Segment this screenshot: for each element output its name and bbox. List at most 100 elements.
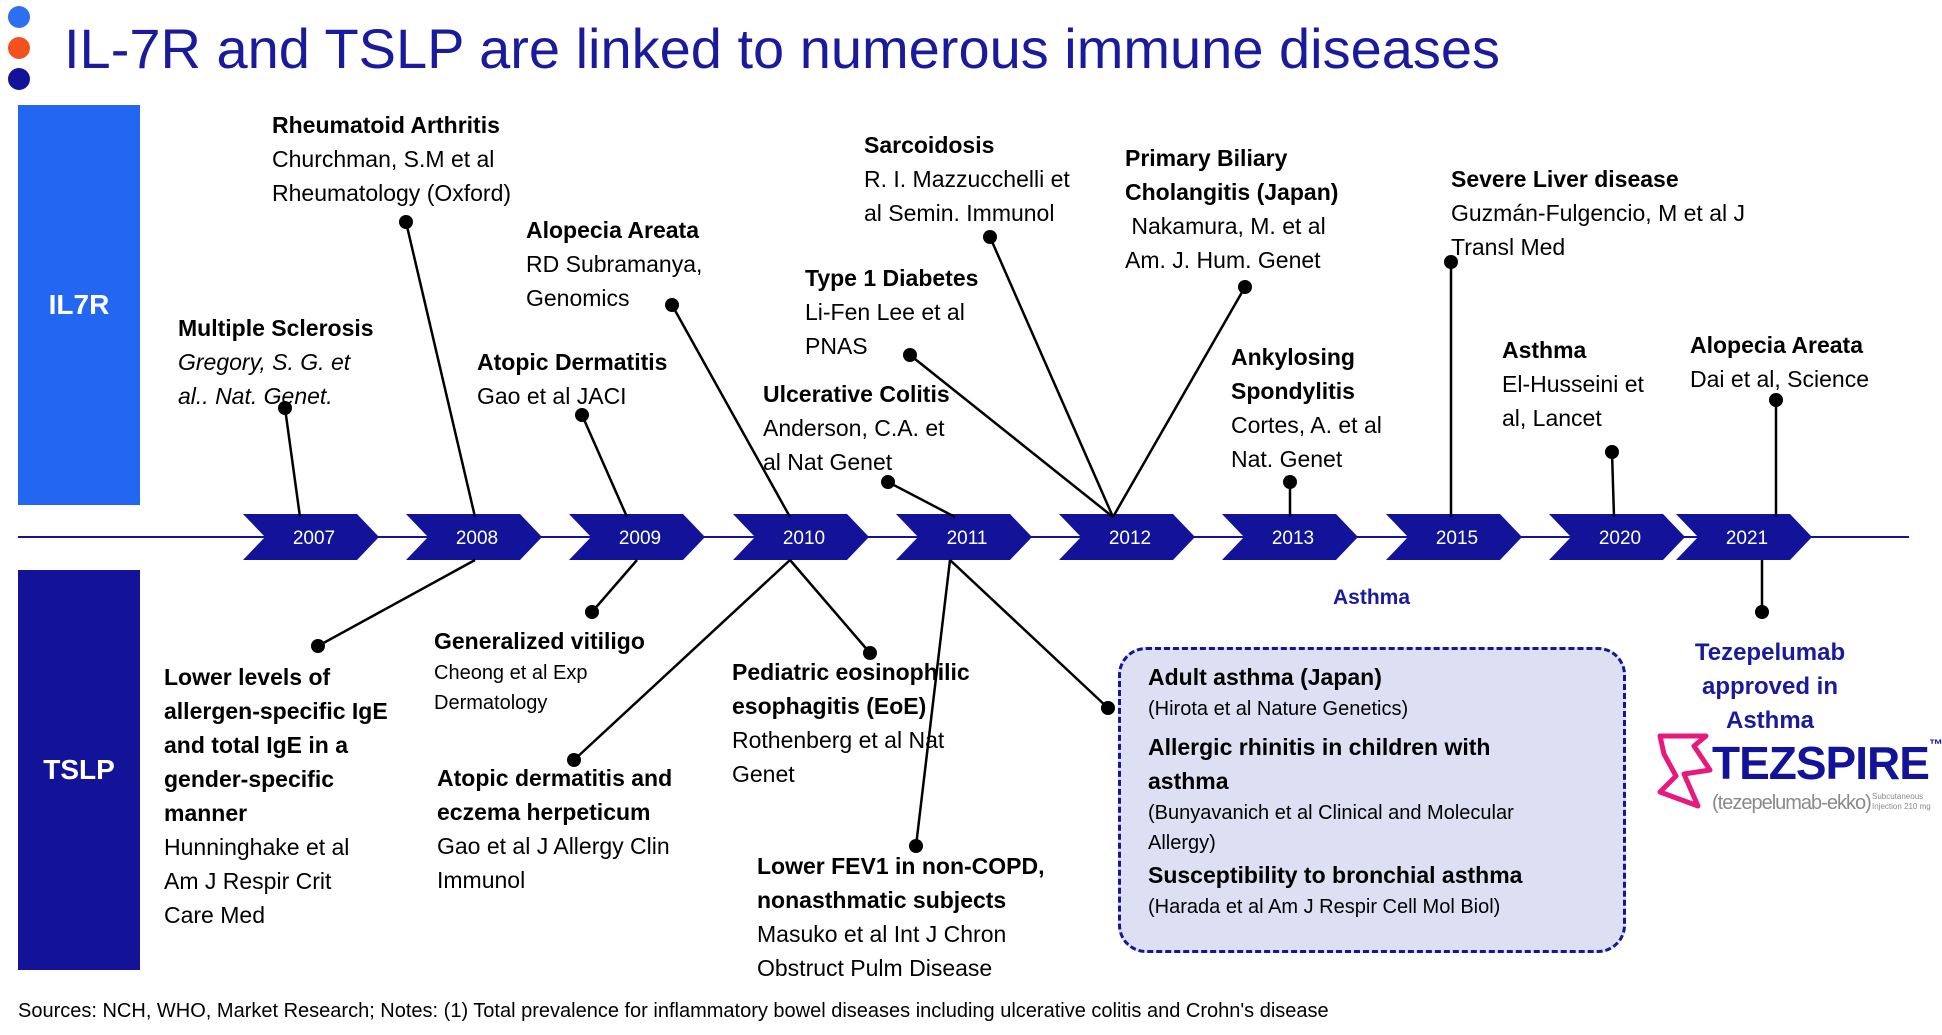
tezspire-logo: TEZSPIRE™ (tezepelumab-ekko) Subcutaneou…	[1654, 730, 1942, 840]
event-heading: gender-specific	[164, 766, 334, 792]
event-ref: al Nat Genet	[763, 449, 893, 475]
event-heading: Pediatric eosinophilic	[732, 659, 970, 685]
year-label-2008: 2008	[456, 528, 498, 549]
year-chevron-2009	[569, 514, 705, 560]
dot-severe-liver	[1444, 255, 1458, 269]
event-ref: R. I. Mazzucchelli et	[864, 166, 1070, 192]
event-primary-biliary: Primary Biliary Cholangitis (Japan) Naka…	[1125, 141, 1338, 277]
event-ref: Nat. Genet	[1231, 446, 1343, 472]
event-heading: Sarcoidosis	[864, 132, 995, 158]
il7r-band-label: IL7R	[48, 289, 110, 320]
box-item-heading: Adult asthma (Japan)	[1148, 664, 1382, 690]
event-atopic-dermatitis: Atopic Dermatitis Gao et al JACI	[477, 345, 667, 413]
event-ref: Cheong et al Exp	[434, 662, 588, 684]
event-atopic-eczema: Atopic dermatitis and eczema herpeticum …	[437, 761, 672, 897]
event-heading: Generalized vitiligo	[434, 628, 645, 654]
box-content: Adult asthma (Japan) (Hirota et al Natur…	[1148, 660, 1522, 922]
event-multiple-sclerosis: Multiple Sclerosis Gregory, S. G. et al.…	[178, 311, 374, 413]
connector-lower-fev1	[914, 559, 952, 847]
event-heading: eczema herpeticum	[437, 799, 651, 825]
box-item-ref: Allergy)	[1148, 832, 1216, 854]
dot-ankylosing	[1283, 475, 1297, 489]
connector-atopic-eczema	[573, 559, 791, 761]
event-ref: PNAS	[805, 333, 868, 359]
dot-alopecia-areata-2021	[1769, 393, 1783, 407]
event-heading: manner	[164, 800, 248, 826]
year-label-2007: 2007	[293, 528, 335, 549]
event-lower-ige: Lower levels of allergen-specific IgE an…	[164, 660, 388, 932]
connector-sarcoidosis	[988, 236, 1115, 518]
connector-asthma-2020	[1610, 451, 1616, 518]
event-heading: and total IgE in a	[164, 732, 349, 758]
tslp-band-label: TSLP	[43, 754, 115, 785]
event-heading: Lower FEV1 in non-COPD,	[757, 853, 1045, 879]
year-chevron-2008	[406, 514, 542, 560]
approval-text: Tezepelumab approved in Asthma	[1690, 636, 1850, 738]
event-ref: Guzmán-Fulgencio, M et al J	[1451, 200, 1746, 226]
connector-primary-biliary	[1111, 286, 1247, 518]
dot-sarcoidosis	[983, 230, 997, 244]
event-heading: Severe Liver disease	[1451, 166, 1679, 192]
connector-vitiligo	[591, 559, 638, 613]
il7r-band: IL7R	[18, 105, 140, 505]
dot-eoe	[863, 646, 877, 660]
tezspire-generic: (tezepelumab-ekko)	[1712, 792, 1872, 815]
event-ref: El-Husseini et	[1502, 371, 1644, 397]
decor-dot-orange	[8, 37, 30, 59]
box-item-ref: (Harada et al Am J Respir Cell Mol Biol)	[1148, 896, 1501, 918]
event-ref: Dermatology	[434, 692, 548, 714]
event-ref: Masuko et al Int J Chron	[757, 921, 1007, 947]
year-chevron-2012	[1059, 514, 1195, 560]
event-ref: Gregory, S. G. et	[178, 349, 351, 375]
event-heading: Spondylitis	[1231, 378, 1355, 404]
tezspire-wordmark: TEZSPIRE	[1712, 737, 1930, 789]
year-label-2020: 2020	[1599, 528, 1641, 549]
event-ref: Li-Fen Lee et al	[805, 299, 965, 325]
event-lower-fev1: Lower FEV1 in non-COPD, nonasthmatic sub…	[757, 849, 1045, 985]
event-heading: Multiple Sclerosis	[178, 315, 374, 341]
connector-rheumatoid-arthritis	[404, 221, 477, 518]
dot-ulcerative-colitis	[881, 475, 895, 489]
year-chevron-2021	[1676, 514, 1812, 560]
page-title: IL-7R and TSLP are linked to numerous im…	[64, 17, 1501, 80]
event-heading: Atopic Dermatitis	[477, 349, 668, 375]
event-ref: Immunol	[437, 867, 526, 893]
box-item-ref: (Hirota et al Nature Genetics)	[1148, 698, 1409, 720]
event-ref: Cortes, A. et al	[1231, 412, 1382, 438]
event-ulcerative-colitis: Ulcerative Colitis Anderson, C.A. et al …	[763, 377, 950, 479]
approval-line: Asthma	[1725, 707, 1815, 734]
event-heading: Alopecia Areata	[526, 217, 699, 243]
year-chevron-2007	[243, 514, 379, 560]
dot-primary-biliary	[1238, 280, 1252, 294]
event-severe-liver: Severe Liver disease Guzmán-Fulgencio, M…	[1451, 162, 1745, 264]
dot-alopecia-areata-2010	[665, 298, 679, 312]
event-heading: Rheumatoid Arthritis	[272, 112, 500, 138]
event-asthma-2020: Asthma El-Husseini et al, Lancet	[1502, 333, 1644, 435]
year-label-2011: 2011	[947, 528, 988, 549]
tslp-band: TSLP	[18, 570, 140, 970]
approval-line: approved in	[1701, 673, 1839, 700]
event-ref: Gao et al J Allergy Clin	[437, 833, 670, 859]
event-vitiligo: Generalized vitiligo Cheong et al Exp De…	[434, 624, 645, 718]
event-ref: Obstruct Pulm Disease	[757, 955, 993, 981]
dot-atopic-eczema	[567, 753, 581, 767]
year-label-2010: 2010	[783, 528, 825, 549]
year-label-2015: 2015	[1436, 528, 1478, 549]
event-heading: Lower levels of	[164, 664, 331, 690]
dot-lower-ige	[311, 639, 325, 653]
event-ref: RD Subramanya,	[526, 251, 703, 277]
connector-lower-ige	[317, 558, 476, 648]
dot-multiple-sclerosis	[278, 401, 292, 415]
event-ref: Hunninghake et al	[164, 834, 350, 860]
connector-type1-diabetes	[909, 354, 1114, 518]
asthma-label: Asthma	[1333, 586, 1411, 609]
event-heading: nonasthmatic subjects	[757, 887, 1007, 913]
year-chevron-2011	[896, 514, 1032, 560]
dot-lower-fev1	[909, 839, 923, 853]
event-ref: al, Lancet	[1502, 405, 1602, 431]
box-item-ref: (Bunyavanich et al Clinical and Molecula…	[1148, 802, 1514, 824]
event-ref: Rothenberg et al Nat	[732, 727, 945, 753]
connector-eoe	[789, 559, 871, 654]
year-label-2012: 2012	[1109, 528, 1151, 549]
